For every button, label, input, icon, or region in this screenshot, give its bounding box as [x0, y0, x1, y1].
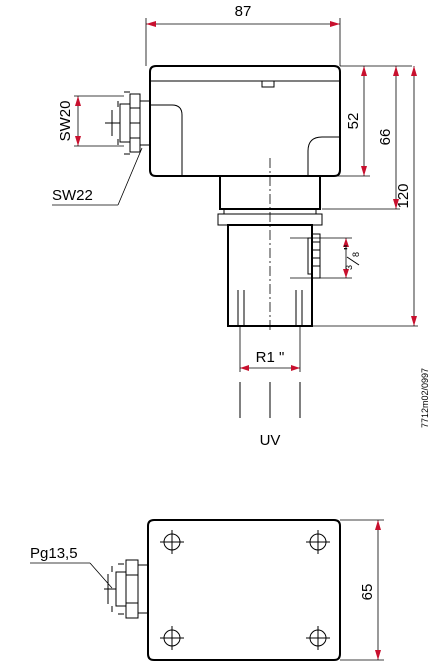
left-boss: [150, 104, 183, 176]
dim-height-52: 52: [345, 113, 362, 130]
svg-text:3: 3: [344, 265, 354, 270]
dim-width-87: 87: [235, 3, 252, 20]
cable-gland-plan: [104, 559, 149, 619]
dim-pg13-5: Pg13,5: [30, 545, 78, 562]
uv-label: UV: [260, 432, 281, 449]
mounting-hole-bl: [160, 626, 184, 650]
mounting-hole-tr: [306, 530, 330, 554]
housing-body: [149, 65, 341, 177]
dim-sw20: SW20: [57, 101, 74, 142]
dim-height-120: 120: [395, 183, 412, 208]
dim-height-65: 65: [359, 584, 376, 601]
drawing-id: 7712m02/0997: [420, 368, 430, 428]
cable-gland-side: [105, 91, 151, 155]
right-boss: [307, 136, 340, 176]
dim-three-eighths: 3 8 ": [341, 245, 361, 270]
dim-r1: R1 ": [256, 349, 285, 366]
svg-text:": ": [341, 245, 358, 250]
mounting-hole-br: [306, 626, 330, 650]
svg-text:8: 8: [351, 252, 361, 257]
side-fitting: [307, 233, 321, 279]
plan-view: Pg13,5 65: [30, 519, 384, 661]
side-view: [105, 65, 341, 418]
dim-sw22: SW22: [52, 187, 93, 204]
plan-body: [147, 519, 341, 661]
dim-height-66: 66: [377, 129, 394, 146]
lid-notch: [261, 81, 275, 88]
dimensions-side: 87 52 66 120 SW20 SW22: [52, 3, 430, 449]
mounting-hole-tl: [160, 530, 184, 554]
